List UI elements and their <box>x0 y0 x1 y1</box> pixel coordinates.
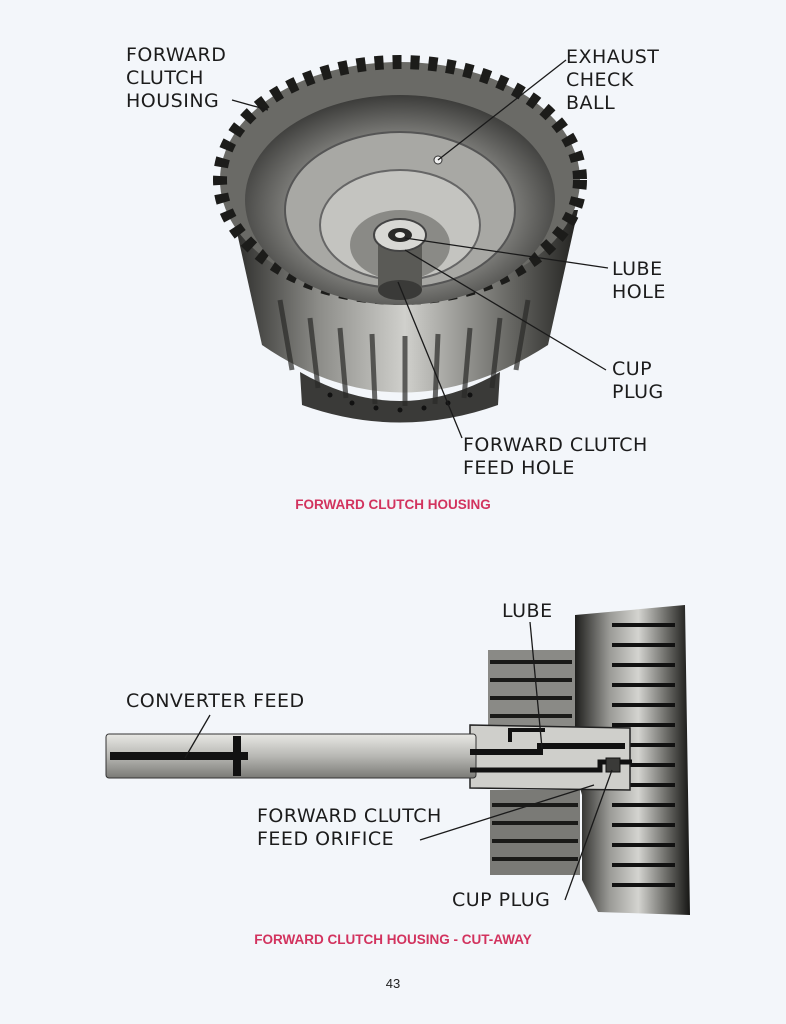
label-converter-feed: CONVERTER FEED <box>126 690 305 712</box>
figure1-caption: FORWARD CLUTCH HOUSING <box>295 497 491 512</box>
label-lube: LUBE <box>502 600 553 622</box>
label-forward-clutch-feed-hole: FORWARD CLUTCH FEED HOLE <box>463 434 648 479</box>
label-lube-hole: LUBE HOLE <box>612 258 666 303</box>
figure2-caption: FORWARD CLUTCH HOUSING - CUT-AWAY <box>254 932 532 947</box>
label-forward-clutch-feed-orifice: FORWARD CLUTCH FEED ORIFICE <box>257 805 442 850</box>
label-forward-clutch-housing: FORWARD CLUTCH HOUSING <box>126 44 227 112</box>
page-number: 43 <box>385 976 401 991</box>
label-cup-plug: CUP PLUG <box>612 358 664 403</box>
label-exhaust-check-ball: EXHAUST CHECK BALL <box>566 46 660 114</box>
label-cup-plug-cutaway: CUP PLUG <box>452 889 551 911</box>
